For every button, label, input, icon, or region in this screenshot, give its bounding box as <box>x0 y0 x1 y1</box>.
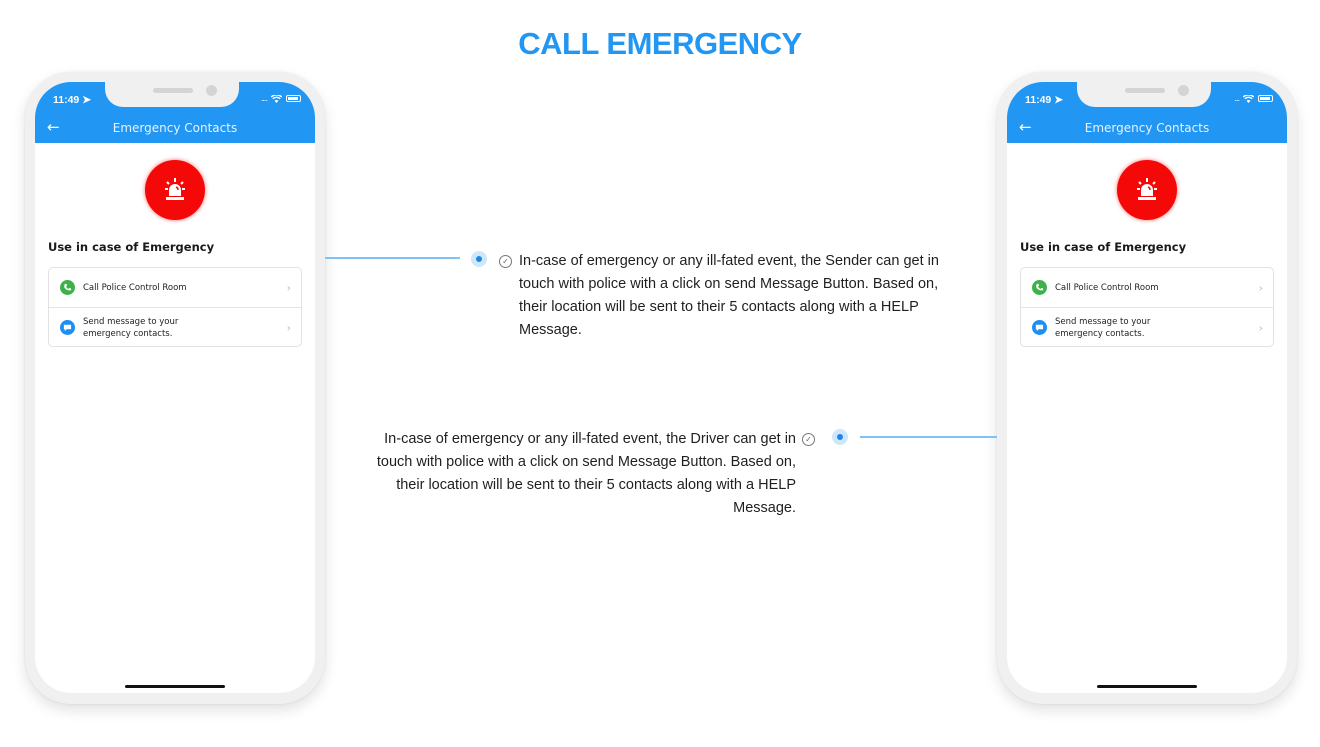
message-icon <box>1032 320 1047 335</box>
status-time: 11:49 ➤ <box>53 94 92 106</box>
phone-icon <box>60 280 75 295</box>
chevron-right-icon: › <box>1258 281 1263 294</box>
speaker <box>153 88 193 93</box>
location-arrow-icon: ➤ <box>1054 94 1064 106</box>
call-police-item[interactable]: Call Police Control Room › <box>1021 268 1273 307</box>
message-icon <box>60 320 75 335</box>
call-police-item[interactable]: Call Police Control Room › <box>49 268 301 307</box>
signal-icon: ... <box>1234 94 1240 103</box>
check-circle-icon: ✓ <box>499 255 512 268</box>
home-indicator <box>1097 685 1197 688</box>
phone-icon <box>1032 280 1047 295</box>
send-message-item[interactable]: Send message to your emergency contacts.… <box>49 307 301 347</box>
status-time: 11:49 ➤ <box>1025 94 1064 106</box>
chevron-right-icon: › <box>286 281 291 294</box>
phone-mockup-sender: 11:49 ➤ .... ← Emergency Contacts Use in… <box>25 72 325 704</box>
chevron-right-icon: › <box>286 321 291 334</box>
phone-screen: 11:49 ➤ ... ← Emergency Contacts Use in … <box>1007 82 1287 693</box>
status-indicators: ... <box>1234 94 1273 103</box>
phone-notch <box>105 82 239 107</box>
status-indicators: .... <box>261 94 301 103</box>
page-title: CALL EMERGENCY <box>518 26 802 61</box>
speaker <box>1125 88 1165 93</box>
emergency-options-card: Call Police Control Room › Send message … <box>1020 267 1274 347</box>
call-police-label: Call Police Control Room <box>1055 282 1159 293</box>
location-arrow-icon: ➤ <box>82 94 92 106</box>
back-arrow-icon[interactable]: ← <box>47 118 60 136</box>
phone-notch <box>1077 82 1211 107</box>
camera <box>206 85 217 96</box>
siren-icon <box>145 160 205 220</box>
chevron-right-icon: › <box>1258 321 1263 334</box>
phone-screen: 11:49 ➤ .... ← Emergency Contacts Use in… <box>35 82 315 693</box>
connector-line-sender <box>325 257 460 259</box>
signal-icon: .... <box>260 94 268 103</box>
connector-line-driver <box>860 436 997 438</box>
section-title: Use in case of Emergency <box>1020 240 1187 254</box>
wifi-icon <box>1243 94 1254 103</box>
driver-description: In-case of emergency or any ill-fated ev… <box>376 431 796 516</box>
sender-description: In-case of emergency or any ill-fated ev… <box>519 253 939 338</box>
send-message-label: Send message to your emergency contacts. <box>83 316 179 339</box>
camera <box>1178 85 1189 96</box>
wifi-icon <box>271 94 282 103</box>
battery-icon <box>286 95 301 102</box>
back-arrow-icon[interactable]: ← <box>1019 118 1032 136</box>
call-police-label: Call Police Control Room <box>83 282 187 293</box>
send-message-item[interactable]: Send message to your emergency contacts.… <box>1021 307 1273 347</box>
emergency-options-card: Call Police Control Room › Send message … <box>48 267 302 347</box>
phone-mockup-driver: 11:49 ➤ ... ← Emergency Contacts Use in … <box>997 72 1297 704</box>
home-indicator <box>125 685 225 688</box>
appbar-title: Emergency Contacts <box>1084 121 1210 135</box>
timeline-dot-driver <box>832 429 848 445</box>
appbar-title: Emergency Contacts <box>112 121 238 135</box>
check-circle-icon: ✓ <box>802 433 815 446</box>
app-bar: 11:49 ➤ ... ← Emergency Contacts <box>1007 82 1287 143</box>
battery-icon <box>1258 95 1273 102</box>
send-message-label: Send message to your emergency contacts. <box>1055 316 1151 339</box>
siren-icon <box>1117 160 1177 220</box>
timeline-dot-sender <box>471 251 487 267</box>
section-title: Use in case of Emergency <box>48 240 215 254</box>
